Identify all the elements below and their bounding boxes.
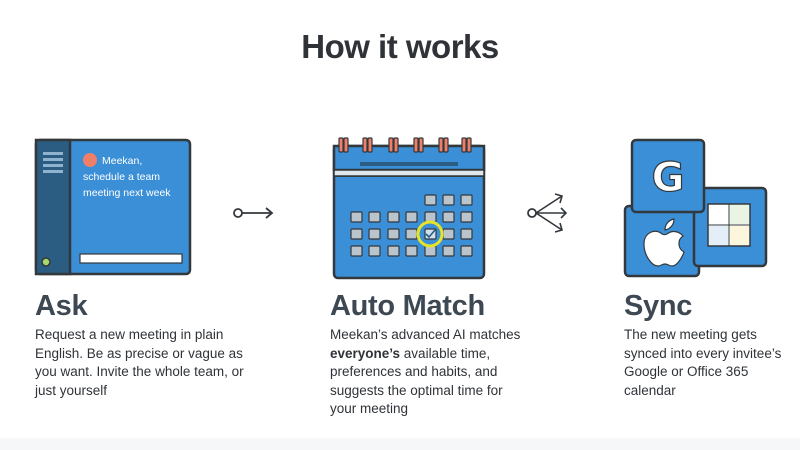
chat-message-line: meeting next week bbox=[83, 187, 171, 199]
step-description-auto-match: Meekan’s advanced AI matches everyone’s … bbox=[330, 326, 530, 419]
step-description-sync: The new meeting gets synced into every i… bbox=[624, 327, 782, 398]
office-icon bbox=[692, 186, 768, 268]
chat-input-bar bbox=[79, 253, 183, 264]
arrow-right-icon bbox=[233, 207, 274, 219]
calendar-providers-illustration: G bbox=[623, 138, 768, 278]
description-text: available time, preferences and habits, … bbox=[330, 345, 503, 417]
step-title-ask: Ask bbox=[35, 290, 88, 322]
selection-ring bbox=[416, 220, 444, 248]
step-title-auto-match: Auto Match bbox=[330, 290, 485, 322]
check-icon bbox=[425, 229, 436, 239]
calendar-illustration bbox=[332, 137, 486, 280]
description-text: Meekan’s advanced AI matches bbox=[330, 327, 521, 342]
chat-message-line: schedule a team bbox=[83, 171, 160, 183]
google-icon: G bbox=[630, 138, 706, 214]
step-title-sync: Sync bbox=[624, 290, 693, 322]
chat-app-illustration: Meekan, schedule a team meeting next wee… bbox=[34, 138, 192, 276]
fork-arrows-icon bbox=[527, 193, 568, 233]
description-emphasis: everyone’s bbox=[330, 345, 401, 361]
page-title: How it works bbox=[301, 28, 499, 65]
status-dot-icon bbox=[41, 257, 51, 267]
apple-icon bbox=[623, 204, 701, 278]
avatar bbox=[83, 153, 97, 167]
chat-message-line: Meekan, bbox=[102, 155, 142, 167]
footer-divider bbox=[0, 438, 800, 450]
step-description-ask: Request a new meeting in plain English. … bbox=[35, 327, 244, 398]
google-letter: G bbox=[652, 155, 685, 201]
